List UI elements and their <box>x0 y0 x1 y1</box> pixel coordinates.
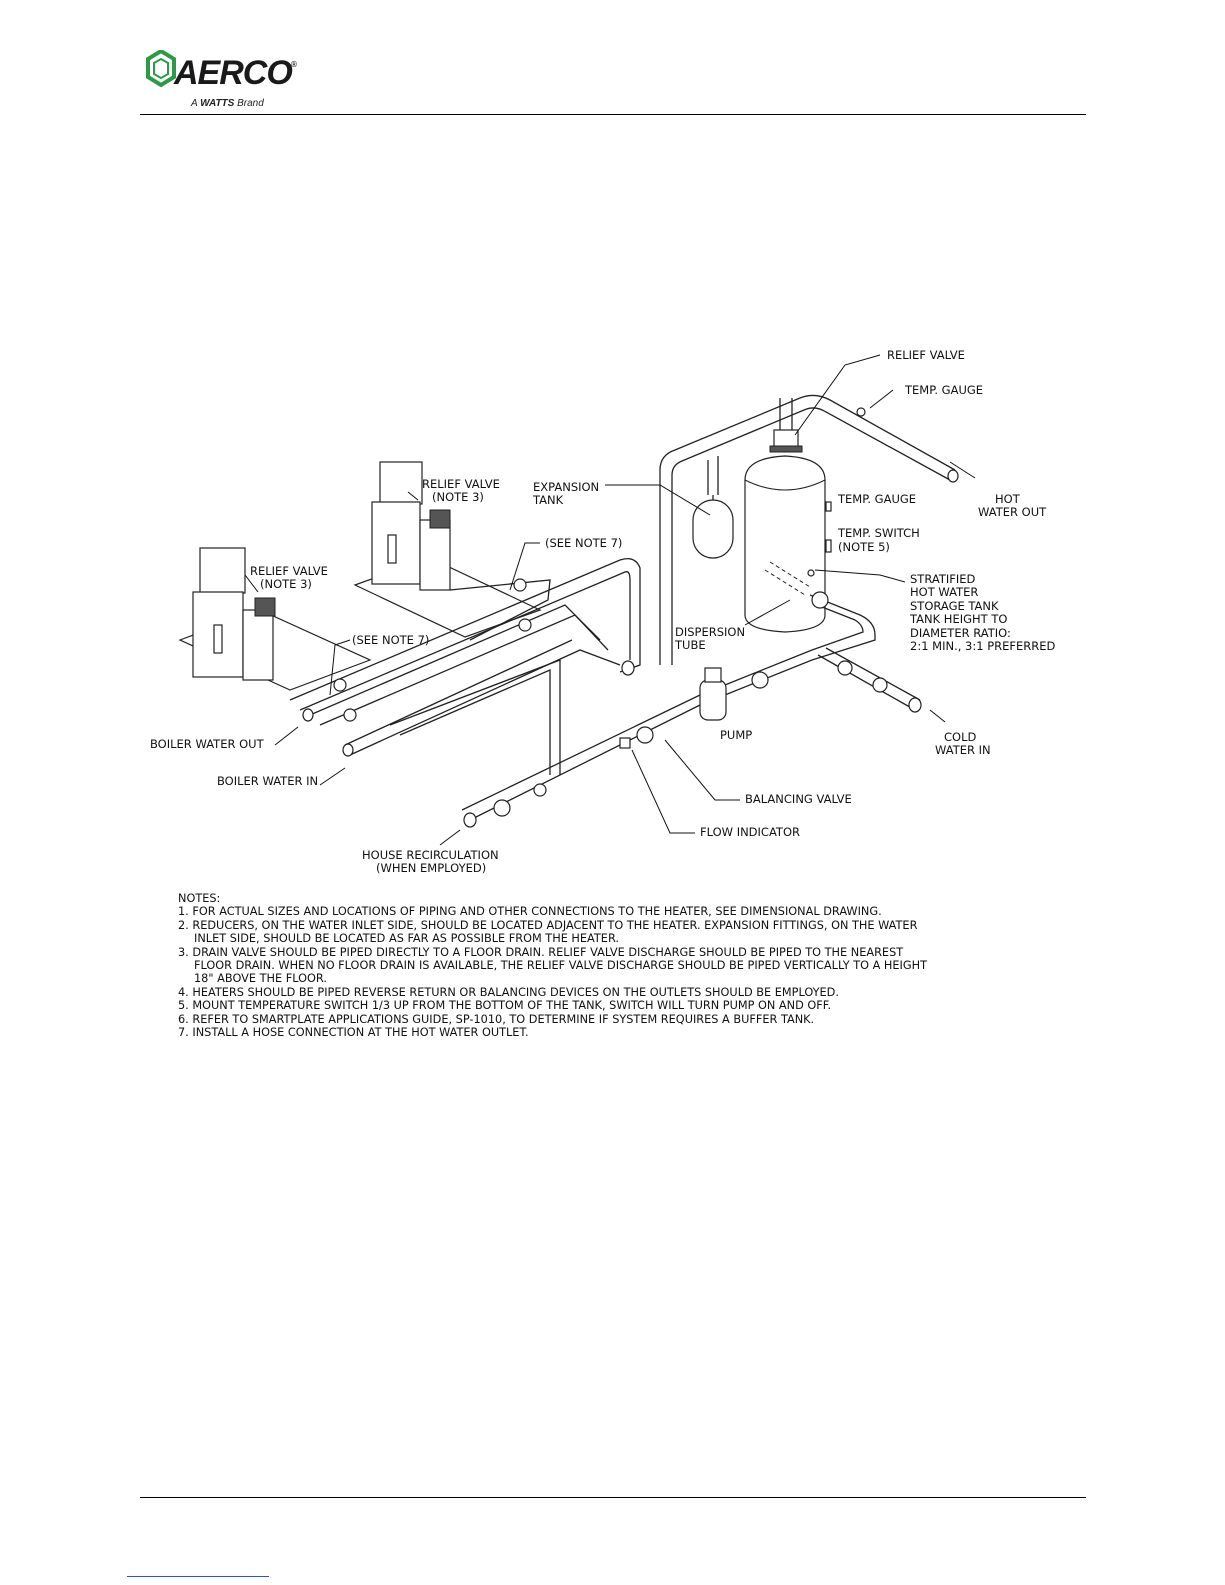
label-hot-water-out-1: HOT <box>995 492 1021 506</box>
temp-switch-icon <box>825 539 832 553</box>
note-item: 7. INSTALL A HOSE CONNECTION AT THE HOT … <box>178 1026 529 1040</box>
label-house-recirc-1: HOUSE RECIRCULATION <box>362 848 499 862</box>
expansion-tank <box>692 495 734 559</box>
notes-block: NOTES: 1. FOR ACTUAL SIZES AND LOCATIONS… <box>178 892 938 1039</box>
logo-registered-mark: ® <box>290 60 298 69</box>
label-storage-2: HOT WATER <box>910 585 978 599</box>
heater-a <box>178 547 372 691</box>
label-house-recirc-2: (WHEN EMPLOYED) <box>376 861 486 875</box>
label-storage-3: STORAGE TANK <box>910 599 999 613</box>
logo-tagline: A WATTS Brand <box>191 98 264 109</box>
cold-water-pump-line <box>461 591 922 828</box>
label-cold-water-1: COLD <box>944 730 976 744</box>
relief-valve-top <box>769 429 803 453</box>
temp-gauge-header-icon <box>856 407 866 417</box>
aerco-logo: AERCO ® A WATTS Brand <box>146 48 306 114</box>
label-temp-switch-1: TEMP. SWITCH <box>837 526 920 540</box>
balancing-valve-icon <box>636 726 654 744</box>
label-boiler-water-in: BOILER WATER IN <box>217 774 318 788</box>
flow-indicator-icon <box>619 737 631 749</box>
label-boiler-water-out: BOILER WATER OUT <box>150 737 265 751</box>
label-relief-valve-a-1: RELIEF VALVE <box>250 564 328 578</box>
label-balancing-valve: BALANCING VALVE <box>745 792 852 806</box>
note-item: 3. DRAIN VALVE SHOULD BE PIPED DIRECTLY … <box>178 945 928 986</box>
hot-water-header-pipe <box>659 394 959 665</box>
header-rule <box>140 114 1086 115</box>
label-cold-water-2: WATER IN <box>935 743 991 757</box>
footer-link-underline[interactable] <box>127 1574 269 1577</box>
label-storage-1: STRATIFIED <box>910 572 976 586</box>
notes-heading: NOTES: <box>178 892 221 905</box>
label-relief-valve-b-1: RELIEF VALVE <box>422 477 500 491</box>
label-pump: PUMP <box>720 728 752 742</box>
note-item: 5. MOUNT TEMPERATURE SWITCH 1/3 UP FROM … <box>178 999 832 1013</box>
label-temp-gauge-top: TEMP. GAUGE <box>904 383 983 397</box>
label-storage-6: 2:1 MIN., 3:1 PREFERRED <box>910 639 1056 653</box>
boiler-water-piping <box>289 557 641 775</box>
label-relief-valve-b-2: (NOTE 3) <box>432 490 484 504</box>
label-dispersion-1: DISPERSION <box>675 625 745 639</box>
leader-lines <box>244 354 976 846</box>
note-item: 1. FOR ACTUAL SIZES AND LOCATIONS OF PIP… <box>178 905 882 919</box>
diagram-labels: RELIEF VALVE TEMP. GAUGE HOT WATER OUT E… <box>150 348 1056 875</box>
label-storage-5: DIAMETER RATIO: <box>910 626 1011 640</box>
pump-icon <box>699 679 727 721</box>
label-temp-switch-2: (NOTE 5) <box>838 540 890 554</box>
label-dispersion-2: TUBE <box>674 638 706 652</box>
label-relief-valve-top: RELIEF VALVE <box>887 348 965 362</box>
note-item: 4. HEATERS SHOULD BE PIPED REVERSE RETUR… <box>178 985 839 999</box>
label-see-note7-b: (SEE NOTE 7) <box>545 536 622 550</box>
note-item: 6. REFER TO SMARTPLATE APPLICATIONS GUID… <box>178 1012 815 1026</box>
label-expansion-tank-1: EXPANSION <box>533 480 599 494</box>
label-relief-valve-a-2: (NOTE 3) <box>260 577 312 591</box>
aerco-hexagon-icon <box>146 50 176 88</box>
label-storage-4: TANK HEIGHT TO <box>909 612 1007 626</box>
label-expansion-tank-2: TANK <box>532 493 564 507</box>
label-flow-indicator: FLOW INDICATOR <box>700 825 800 839</box>
footer-rule <box>140 1497 1086 1498</box>
label-hot-water-out-2: WATER OUT <box>978 505 1047 519</box>
temp-gauge-tank-icon <box>825 501 832 512</box>
label-see-note7-a: (SEE NOTE 7) <box>352 633 429 647</box>
note-item: 2. REDUCERS, ON THE WATER INLET SIDE, SH… <box>178 918 918 946</box>
label-temp-gauge-tank: TEMP. GAUGE <box>837 492 916 506</box>
logo-wordmark: AERCO <box>174 54 293 92</box>
storage-tank <box>744 455 832 633</box>
